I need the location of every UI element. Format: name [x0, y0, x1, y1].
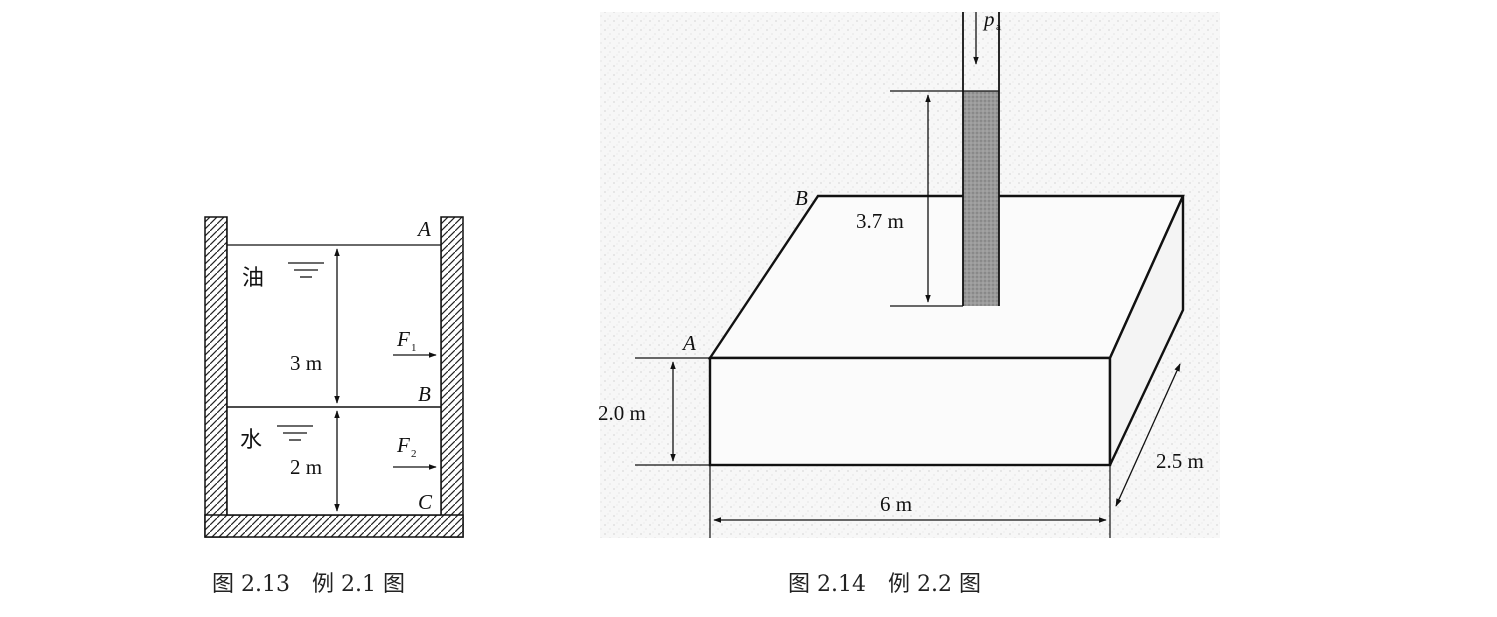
tank-walls [204, 216, 464, 538]
figure-2-13: A B C 油 水 3 m 2 m F 1 F 2 图 2.13 例 2. [204, 216, 464, 597]
force-f1-label: F [396, 327, 410, 351]
force-f2-label: F [396, 433, 410, 457]
figure-2-13-caption: 图 2.13 例 2.1 图 [212, 572, 405, 597]
force-f2: F 2 [393, 433, 437, 470]
force-f2-subscript: 2 [411, 448, 417, 460]
force-f1-subscript: 1 [411, 342, 417, 354]
tank-bottom [204, 514, 464, 538]
closed-tank [707, 194, 1185, 467]
oil-free-surface-icon [288, 262, 324, 278]
water-free-surface-icon [277, 425, 313, 441]
box-length-label: 6 m [880, 492, 912, 516]
atmospheric-pressure: p a [973, 7, 1001, 65]
force-f1: F 1 [393, 327, 437, 358]
water-label: 水 [240, 428, 262, 453]
right-wall [440, 216, 464, 538]
box-width-dimension [1115, 363, 1181, 507]
fluid-column [963, 91, 999, 306]
piezometer-tube [962, 12, 1000, 306]
tank-front-face [708, 356, 1112, 467]
box-width-label: 2.5 m [1156, 449, 1204, 473]
left-wall [204, 216, 228, 538]
pressure-label: p [982, 7, 995, 31]
water-depth-label: 2 m [290, 455, 322, 479]
point-a-label: A [416, 217, 431, 241]
point-a-label: A [681, 331, 696, 355]
column-height-label: 3.7 m [856, 209, 904, 233]
point-b-label: B [795, 186, 808, 210]
figure-2-14: p a 3.7 m A B 2.0 m 6 m 2.5 m 图 2.14 例 2… [598, 7, 1220, 597]
tank-interior [227, 217, 441, 515]
oil-depth-label: 3 m [290, 351, 322, 375]
point-c-label: C [418, 490, 433, 514]
pressure-subscript: a [996, 21, 1001, 33]
point-b-label: B [418, 382, 431, 406]
box-height-label: 2.0 m [598, 401, 646, 425]
figure-2-14-caption: 图 2.14 例 2.2 图 [788, 572, 981, 597]
oil-label: 油 [242, 266, 264, 291]
